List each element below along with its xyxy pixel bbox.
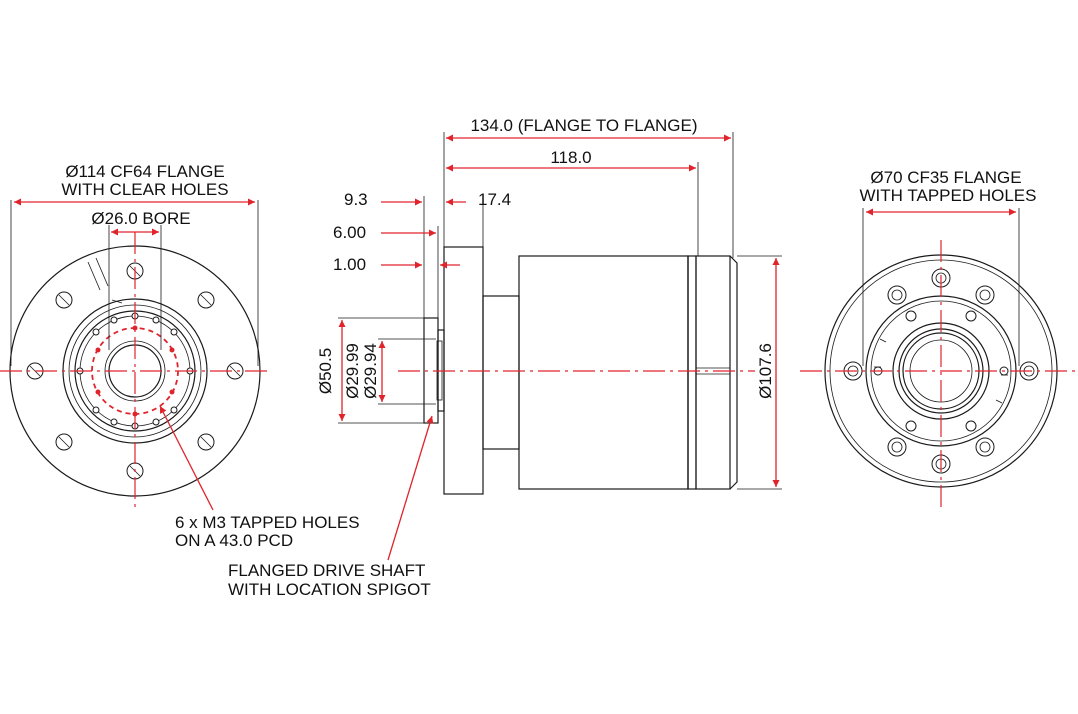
bore-label: Ø26.0 BORE	[91, 209, 190, 228]
dim-dia-50-5: Ø50.5	[316, 348, 335, 394]
tapped-holes-label-1: 6 x M3 TAPPED HOLES	[175, 513, 360, 532]
left-flange-label-1: Ø114 CF64 FLANGE	[65, 162, 224, 181]
dim-6-00: 6.00	[333, 223, 366, 242]
dim-dia-107-6: Ø107.6	[756, 343, 775, 399]
dim-1-00: 1.00	[333, 255, 366, 274]
shaft-label-1: FLANGED DRIVE SHAFT	[228, 561, 425, 580]
dim-flange-to-flange: 134.0 (FLANGE TO FLANGE)	[470, 116, 697, 135]
tapped-holes-label-2: ON A 43.0 PCD	[175, 531, 293, 550]
right-flange-label-1: Ø70 CF35 FLANGE	[870, 168, 1021, 187]
dim-9-3: 9.3	[344, 190, 368, 209]
dim-body-length: 118.0	[550, 148, 591, 167]
dim-dia-29-99: Ø29.99	[343, 343, 362, 399]
dim-dia-29-94: Ø29.94	[361, 343, 380, 399]
shaft-label-2: WITH LOCATION SPIGOT	[228, 580, 431, 599]
left-flange-view	[0, 198, 272, 511]
right-flange-label-2: WITH TAPPED HOLES	[860, 186, 1037, 205]
right-flange-view	[800, 208, 1078, 512]
left-flange-label-2: WITH CLEAR HOLES	[61, 180, 228, 199]
dim-17-4: 17.4	[478, 190, 511, 209]
m3-tapped-holes	[95, 325, 175, 417]
side-view	[338, 132, 782, 561]
